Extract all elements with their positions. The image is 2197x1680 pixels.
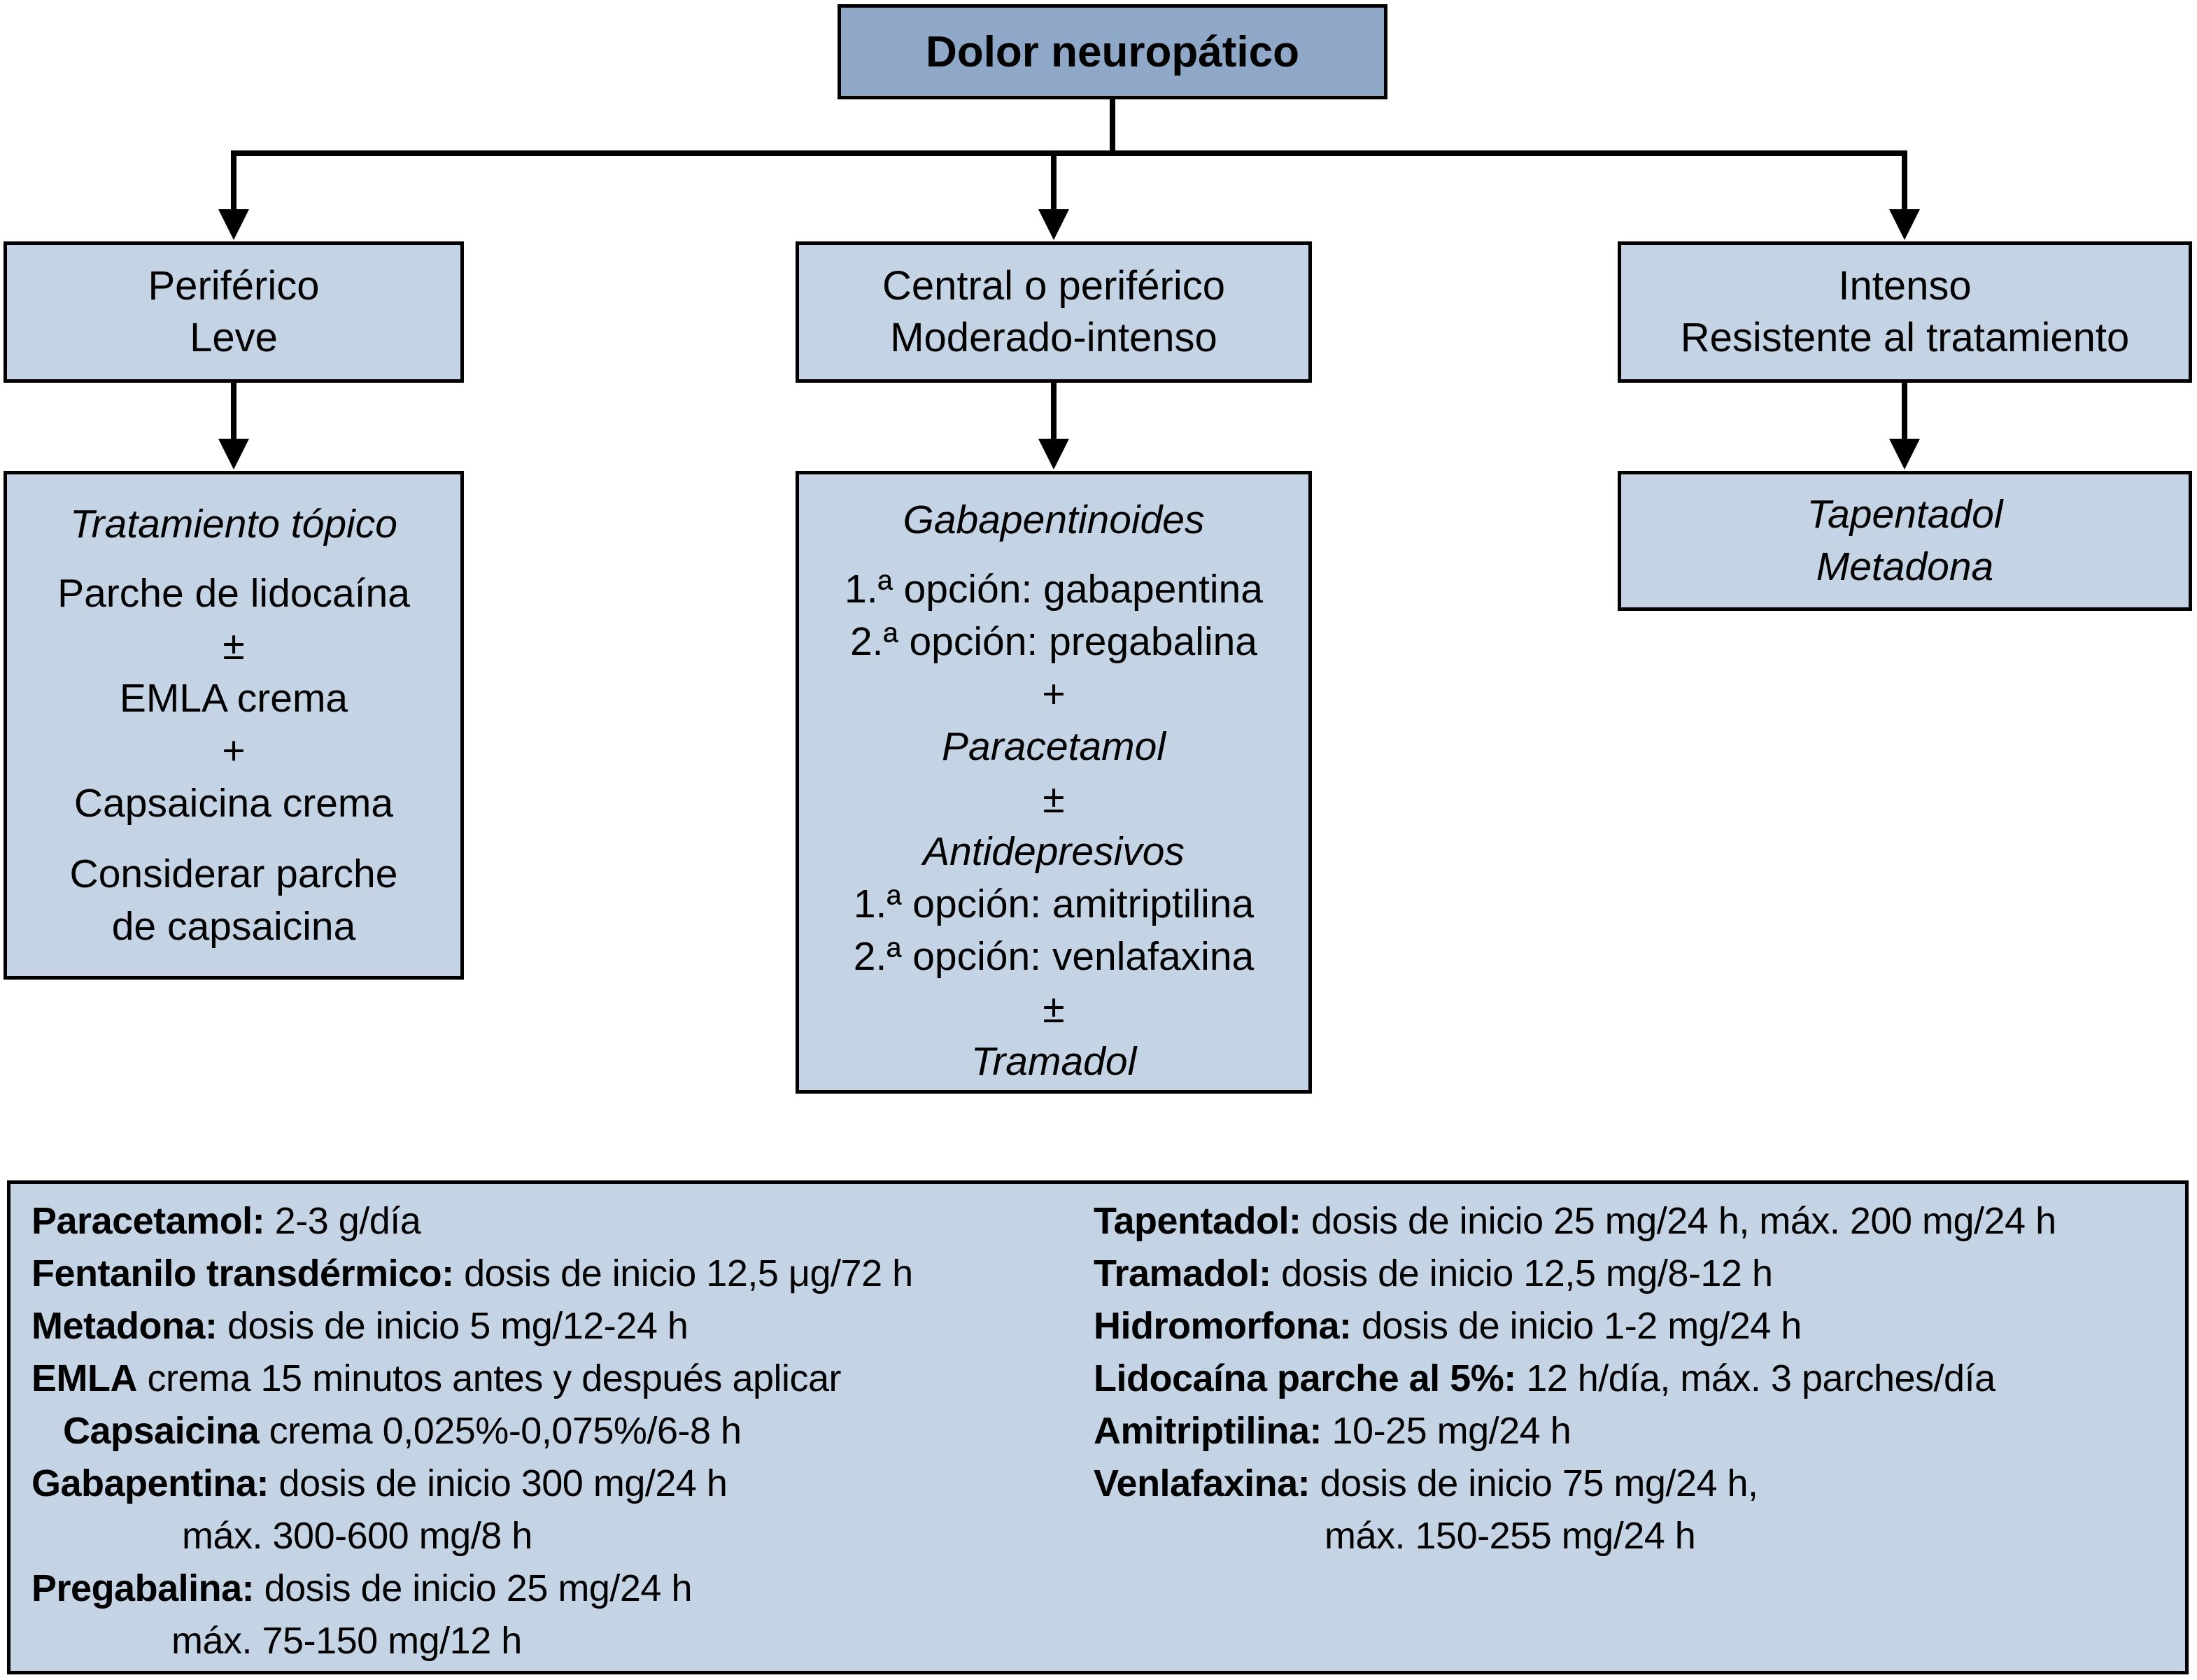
- drug-label: Tramadol:: [1094, 1252, 1271, 1294]
- treatment-line: EMLA crema: [119, 676, 348, 721]
- dose-text: 12 h/día, máx. 3 parches/día: [1516, 1357, 1995, 1399]
- dose-text: dosis de inicio 75 mg/24 h,: [1310, 1462, 1758, 1504]
- dose-text: dosis de inicio 12,5 mg/8-12 h: [1271, 1252, 1773, 1294]
- dosing-panel: Paracetamol: 2-3 g/día Fentanilo transdé…: [7, 1180, 2189, 1674]
- dosing-line: EMLA crema 15 minutos antes y después ap…: [31, 1353, 913, 1405]
- arrowhead-left-2: [218, 439, 249, 470]
- connector-lines-level1: [231, 97, 1907, 212]
- dose-text: dosis de inicio 25 mg/24 h, máx. 200 mg/…: [1301, 1200, 2056, 1242]
- connector-lines-level2: [231, 381, 1907, 442]
- root-box: Dolor neuropático: [838, 4, 1387, 99]
- dosing-column-right: Tapentadol: dosis de inicio 25 mg/24 h, …: [1094, 1195, 2056, 1562]
- dose-text: dosis de inicio 12,5 μg/72 h: [453, 1252, 913, 1294]
- dosing-line: Tapentadol: dosis de inicio 25 mg/24 h, …: [1094, 1195, 2056, 1248]
- dosing-line: Fentanilo transdérmico: dosis de inicio …: [31, 1248, 913, 1300]
- dose-text: máx. 150-255 mg/24 h: [1324, 1515, 1696, 1557]
- plus-minus-symbol: ±: [1043, 777, 1065, 821]
- dose-text: 10-25 mg/24 h: [1322, 1410, 1571, 1452]
- arrowhead-right: [1889, 209, 1920, 240]
- plus-symbol: +: [1042, 672, 1066, 717]
- treatment-title: Tratamiento tópico: [70, 502, 397, 546]
- treatment-line: 1.ª opción: amitriptilina: [853, 882, 1255, 926]
- drug-label: Paracetamol:: [31, 1200, 265, 1242]
- treatment-line: Considerar parche: [69, 852, 398, 896]
- plus-symbol: +: [222, 728, 246, 773]
- dose-text: máx. 75-150 mg/12 h: [171, 1620, 522, 1662]
- dosing-line: máx. 300-600 mg/8 h: [31, 1510, 913, 1562]
- arrowhead-middle-2: [1038, 439, 1069, 470]
- drug-label: Fentanilo transdérmico:: [31, 1252, 454, 1294]
- drug-label: Lidocaína parche al 5%:: [1094, 1357, 1516, 1399]
- treatment-box-topical: Tratamiento tópico Parche de lidocaína ±…: [3, 471, 464, 980]
- condition-line: Intenso: [1838, 263, 1972, 309]
- treatment-line: 2.ª opción: pregabalina: [849, 619, 1258, 664]
- plus-minus-symbol: ±: [222, 623, 245, 668]
- drug-label: Gabapentina:: [31, 1462, 269, 1504]
- dosing-line: Gabapentina: dosis de inicio 300 mg/24 h: [31, 1457, 913, 1510]
- treatment-line: Capsaicina crema: [73, 781, 394, 826]
- arrowhead-right-2: [1889, 439, 1920, 470]
- drug-label: Capsaicina: [63, 1410, 260, 1452]
- dosing-line: Capsaicina crema 0,025%-0,075%/6-8 h: [31, 1405, 913, 1457]
- dose-text: dosis de inicio 1-2 mg/24 h: [1351, 1305, 1802, 1347]
- dosing-line: Paracetamol: 2-3 g/día: [31, 1195, 913, 1248]
- dose-text: dosis de inicio 5 mg/12-24 h: [217, 1305, 688, 1347]
- dosing-line: Lidocaína parche al 5%: 12 h/día, máx. 3…: [1094, 1353, 2056, 1405]
- dose-text: dosis de inicio 25 mg/24 h: [254, 1567, 693, 1609]
- drug-label: Pregabalina:: [31, 1567, 255, 1609]
- dosing-line: Venlafaxina: dosis de inicio 75 mg/24 h,: [1094, 1457, 2056, 1510]
- condition-line: Periférico: [148, 263, 320, 309]
- condition-line: Central o periférico: [882, 263, 1225, 309]
- dosing-line: Hidromorfona: dosis de inicio 1-2 mg/24 …: [1094, 1300, 2056, 1353]
- treatment-line: Parche de lidocaína: [57, 571, 410, 616]
- treatment-title: Gabapentinoides: [903, 497, 1205, 542]
- treatment-line: 2.ª opción: venlafaxina: [853, 934, 1255, 979]
- condition-line: Leve: [190, 315, 278, 360]
- condition-line: Resistente al tratamiento: [1680, 315, 2130, 360]
- dosing-line: Amitriptilina: 10-25 mg/24 h: [1094, 1405, 2056, 1457]
- condition-box-central-moderate: Central o periférico Moderado-intenso: [796, 241, 1312, 383]
- drug-label: EMLA: [31, 1357, 137, 1399]
- dosing-line: Pregabalina: dosis de inicio 25 mg/24 h: [31, 1562, 913, 1615]
- arrowhead-left: [218, 209, 249, 240]
- treatment-box-tapentadol-methadone: Tapentadol Metadona: [1618, 471, 2192, 611]
- condition-box-peripheral-mild: Periférico Leve: [3, 241, 464, 383]
- dose-text: crema 0,025%-0,075%/6-8 h: [259, 1410, 742, 1452]
- root-title: Dolor neuropático: [926, 27, 1299, 76]
- arrowhead-middle: [1038, 209, 1069, 240]
- treatment-line: Metadona: [1816, 544, 1994, 589]
- plus-minus-symbol: ±: [1043, 987, 1065, 1031]
- condition-box-intense-resistant: Intenso Resistente al tratamiento: [1618, 241, 2192, 383]
- dosing-line: máx. 75-150 mg/12 h: [31, 1615, 913, 1667]
- dosing-line: Tramadol: dosis de inicio 12,5 mg/8-12 h: [1094, 1248, 2056, 1300]
- treatment-line: de capsaicina: [111, 904, 356, 949]
- treatment-line: Paracetamol: [942, 724, 1166, 769]
- treatment-subtitle: Antidepresivos: [923, 829, 1185, 874]
- dose-text: dosis de inicio 300 mg/24 h: [269, 1462, 728, 1504]
- dosing-line: Metadona: dosis de inicio 5 mg/12-24 h: [31, 1300, 913, 1353]
- drug-label: Hidromorfona:: [1094, 1305, 1352, 1347]
- treatment-line: 1.ª opción: gabapentina: [845, 567, 1263, 612]
- dose-text: máx. 300-600 mg/8 h: [182, 1515, 532, 1557]
- dose-text: crema 15 minutos antes y después aplicar: [136, 1357, 842, 1399]
- treatment-box-gabapentinoids: Gabapentinoides 1.ª opción: gabapentina …: [796, 471, 1312, 1094]
- treatment-line: Tapentadol: [1807, 492, 2003, 537]
- drug-label: Tapentadol:: [1094, 1200, 1301, 1242]
- dose-text: 2-3 g/día: [264, 1200, 421, 1242]
- drug-label: Metadona:: [31, 1305, 218, 1347]
- drug-label: Venlafaxina:: [1094, 1462, 1311, 1504]
- condition-line: Moderado-intenso: [890, 315, 1217, 360]
- drug-label: Amitriptilina:: [1094, 1410, 1322, 1452]
- dosing-column-left: Paracetamol: 2-3 g/día Fentanilo transdé…: [31, 1195, 913, 1667]
- treatment-line: Tramadol: [970, 1039, 1137, 1084]
- dosing-line: máx. 150-255 mg/24 h: [1094, 1510, 2056, 1562]
